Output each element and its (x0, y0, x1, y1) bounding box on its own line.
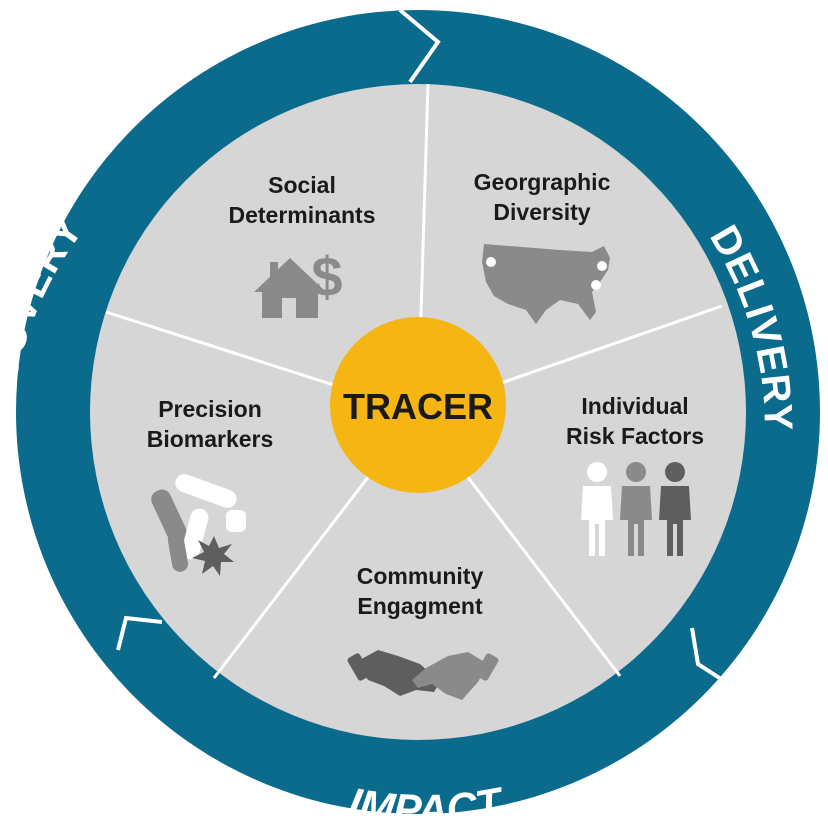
segment-social-determinants: Social Determinants $ (229, 172, 376, 318)
ring-chevron-left (116, 615, 163, 651)
biomarkers-icon (151, 474, 246, 576)
center-label: TRACER (343, 386, 493, 427)
segment-label-line1: Georgraphic (474, 169, 611, 195)
segment-label-line2: Engagment (357, 593, 483, 619)
ring-chevron-top (398, 8, 441, 84)
starburst-icon (192, 536, 234, 576)
usa-map-icon (482, 244, 610, 324)
people-icon (581, 462, 691, 556)
segment-label-line1: Individual (581, 393, 688, 419)
segment-community-engagment: Community Engagment (347, 563, 499, 700)
ring-label-impact: IMPACT (345, 778, 508, 826)
handshake-icon (347, 650, 499, 700)
center-circle (330, 317, 506, 493)
segment-precision-biomarkers: Precision Biomarkers (147, 396, 274, 576)
segment-label-line2: Diversity (493, 199, 590, 225)
segment-geographic-diversity: Georgraphic Diversity (474, 169, 611, 324)
segment-label-line1: Community (357, 563, 484, 589)
segment-label-line2: Determinants (229, 202, 376, 228)
segment-label-line2: Risk Factors (566, 423, 704, 449)
svg-text:$: $ (311, 245, 342, 308)
ring-chevron-right (690, 627, 740, 692)
house-dollar-icon: $ (254, 245, 343, 318)
segment-label-line1: Precision (158, 396, 262, 422)
segment-label-line1: Social (268, 172, 336, 198)
segment-label-line2: Biomarkers (147, 426, 274, 452)
segment-individual-risk-factors: Individual Risk Factors (566, 393, 704, 556)
